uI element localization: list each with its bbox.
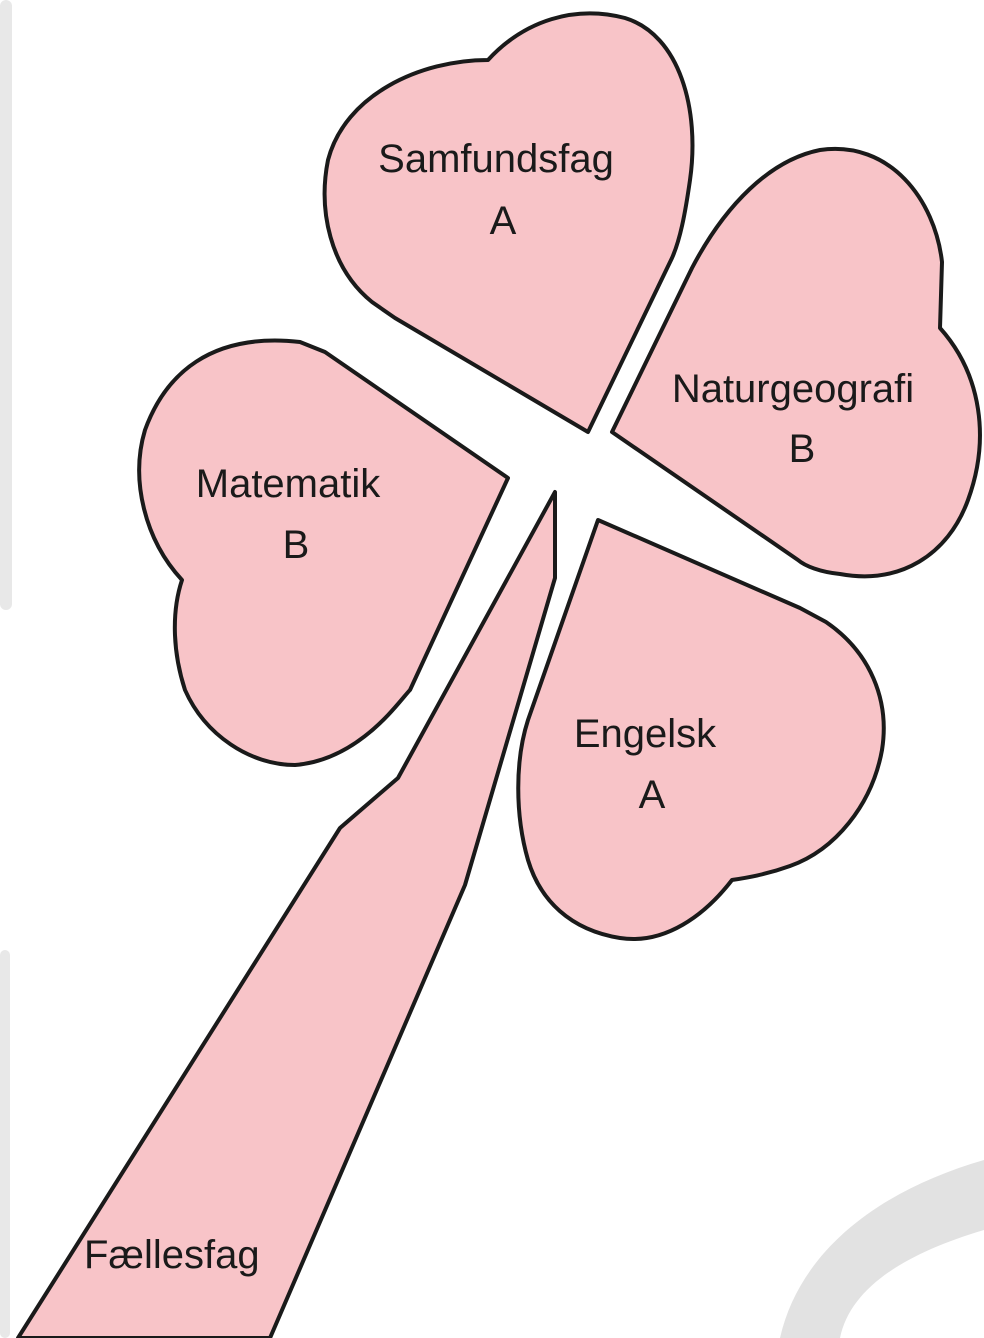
stem-label: Fællesfag [84, 1233, 260, 1277]
matematik-name: Matematik [196, 462, 381, 506]
samfundsfag-level: A [490, 199, 517, 243]
background-band-top [0, 0, 12, 610]
matematik-level: B [283, 523, 310, 567]
background-arc [780, 1160, 984, 1338]
naturgeografi-name: Naturgeografi [672, 367, 914, 411]
samfundsfag-name: Samfundsfag [378, 137, 614, 181]
engelsk-level: A [639, 773, 666, 817]
engelsk-name: Engelsk [574, 712, 717, 756]
background-band-bottom [0, 950, 10, 1338]
naturgeografi-level: B [789, 427, 816, 471]
